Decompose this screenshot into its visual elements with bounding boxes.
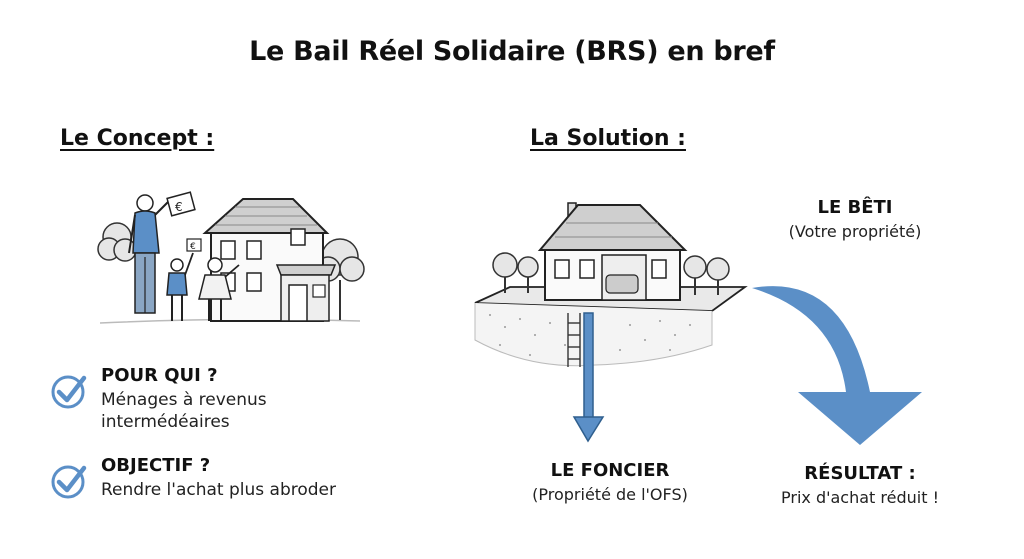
pour-qui-line-2: intermédéaires xyxy=(101,412,230,432)
house xyxy=(202,198,337,322)
foncier-label: LE FONCIER (Propriété de l'OFS) xyxy=(505,460,715,504)
foncier-title: LE FONCIER xyxy=(550,460,670,481)
foncier-subtitle: (Propriété de l'OFS) xyxy=(532,485,688,504)
bati-subtitle: (Votre propriété) xyxy=(788,222,922,241)
check-circle-icon xyxy=(51,375,87,409)
bati-label: LE BÊTI (Votre propriété) xyxy=(760,197,950,241)
objectif-line-1: Rendre l'achat plus abroder xyxy=(101,480,336,500)
tree-right xyxy=(683,255,730,295)
solution-heading: La Solution : xyxy=(530,126,686,151)
child-figure-1 xyxy=(166,252,194,321)
curved-result-arrow xyxy=(752,286,922,445)
pour-qui-title: POUR QUI ? xyxy=(101,365,218,386)
pour-qui-description: Ménages à revenus intermédéaires xyxy=(101,389,267,433)
bati-title: LE BÊTI xyxy=(817,197,893,218)
euro-sign-small: € xyxy=(186,238,202,252)
family-house-illustration: € € xyxy=(97,191,365,324)
check-circle-icon xyxy=(51,465,87,499)
euro-sign-large: € xyxy=(166,191,196,217)
foncier-down-arrow xyxy=(572,312,605,443)
child-figure-2 xyxy=(198,257,240,321)
house-on-land-illustration xyxy=(474,202,748,443)
svg-text:€: € xyxy=(175,200,183,214)
resultat-title: RÉSULTAT : xyxy=(804,463,916,484)
page-title: Le Bail Réel Solidaire (BRS) en bref xyxy=(249,36,775,67)
objectif-title: OBJECTIF ? xyxy=(101,455,211,476)
tree-left xyxy=(492,252,539,293)
bush-left xyxy=(97,222,137,262)
svg-text:€: € xyxy=(190,242,196,252)
father-figure xyxy=(128,194,172,314)
objectif-description: Rendre l'achat plus abroder xyxy=(101,479,336,501)
resultat-label: RÉSULTAT : Prix d'achat réduit ! xyxy=(755,463,965,507)
ladder xyxy=(567,313,581,367)
resultat-subtitle: Prix d'achat réduit ! xyxy=(781,488,939,507)
house xyxy=(537,202,688,301)
concept-heading: Le Concept : xyxy=(60,126,215,151)
pour-qui-line-1: Ménages à revenus xyxy=(101,390,267,410)
